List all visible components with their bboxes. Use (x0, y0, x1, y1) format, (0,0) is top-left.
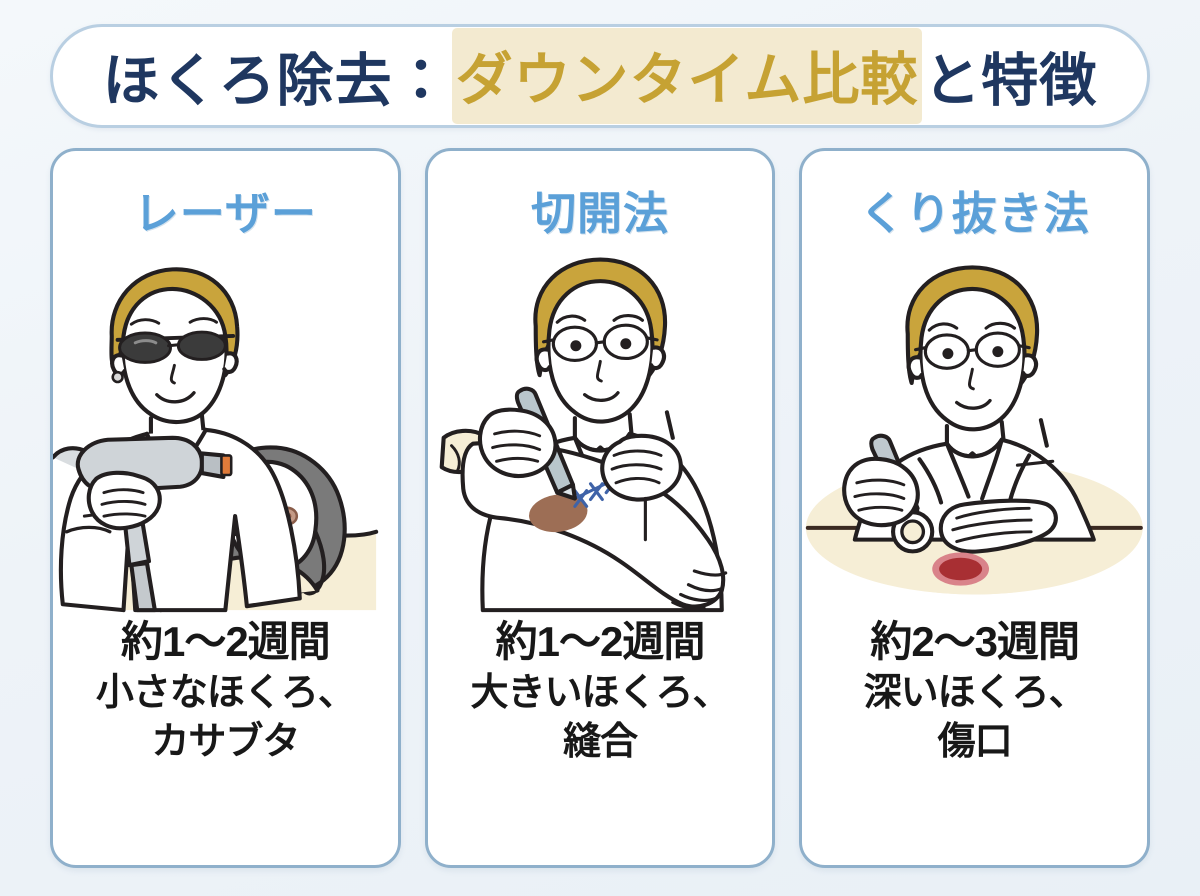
duration-punch: 約2〜3週間 (870, 618, 1080, 665)
title-highlight: ダウンタイム比較 (451, 28, 923, 124)
feature-laser-1: 小さなほくろ、 (95, 671, 356, 714)
card-body-punch: 約2〜3週間 深いほくろ、 傷口 (802, 616, 1147, 767)
method-card-laser[interactable]: レーザー (50, 148, 401, 868)
duration-laser: 約1〜2週間 (120, 618, 331, 665)
title-suffix: と特徴 (923, 50, 1098, 113)
card-heading-incision: 切開法 (531, 188, 670, 239)
method-card-punch[interactable]: くり抜き法 (799, 148, 1151, 868)
title-banner: ほくろ除去：ダウンタイム比較と特徴 (50, 24, 1150, 128)
incision-surgery-illustration (428, 242, 773, 614)
title-prefix: ほくろ除去： (102, 50, 451, 113)
method-card-grid: レーザー (50, 148, 1151, 868)
feature-laser-2: カサブタ (151, 720, 300, 763)
feature-punch-1: 深いほくろ、 (863, 671, 1087, 714)
method-card-incision[interactable]: 切開法 (424, 148, 776, 868)
card-heading-laser: レーザー (133, 188, 317, 239)
duration-incision: 約1〜2週間 (495, 618, 706, 665)
feature-incision-1: 大きいほくろ、 (470, 671, 731, 714)
card-body-laser: 約1〜2週間 小さなほくろ、 カサブタ (53, 616, 398, 767)
card-heading-punch: くり抜き法 (859, 188, 1090, 239)
feature-incision-2: 縫合 (563, 720, 638, 763)
page-title: ほくろ除去：ダウンタイム比較と特徴 (103, 28, 1098, 124)
punch-excision-illustration (802, 242, 1147, 614)
laser-treatment-illustration (53, 242, 398, 614)
feature-punch-2: 傷口 (937, 720, 1013, 763)
card-body-incision: 約1〜2週間 大きいほくろ、 縫合 (428, 616, 773, 767)
